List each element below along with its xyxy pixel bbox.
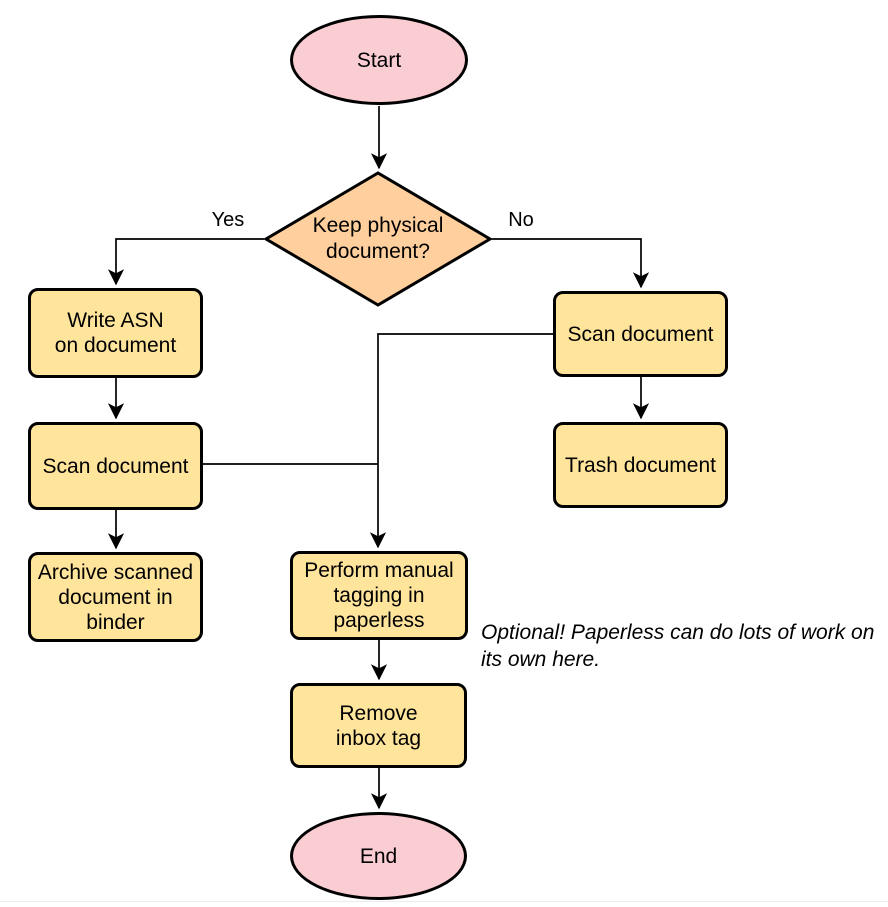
node-tagging-label: Perform manual tagging in paperless [304, 559, 454, 632]
node-scan-right-label: Scan document [567, 322, 714, 346]
node-remove-inbox: Remove inbox tag [290, 683, 467, 768]
node-end-label: End [359, 844, 398, 868]
node-remove-inbox-label: Remove inbox tag [335, 701, 422, 750]
node-scan-left-label: Scan document [42, 454, 189, 478]
edge-decision-no [492, 238, 650, 289]
edge-decision-yes [107, 238, 264, 286]
node-start-label: Start [356, 48, 402, 72]
node-trash: Trash document [553, 422, 728, 508]
node-end: End [290, 812, 467, 900]
edge-scanright-to-tagging [369, 333, 553, 549]
node-archive-label: Archive scanned document in binder [37, 560, 194, 634]
edge-label-no: No [508, 209, 534, 231]
annotation-note: Optional! Paperless can do lots of work … [481, 621, 875, 671]
node-archive: Archive scanned document in binder [28, 552, 203, 642]
node-start: Start [290, 15, 468, 105]
node-write-asn-label: Write ASN on document [54, 309, 177, 357]
node-decision-label: Keep physical document? [312, 214, 444, 263]
node-scan-left: Scan document [28, 422, 203, 510]
node-tagging: Perform manual tagging in paperless [290, 551, 468, 640]
node-trash-label: Trash document [565, 453, 716, 477]
decision-shape [263, 171, 493, 307]
edge-label-yes: Yes [211, 209, 245, 231]
node-write-asn: Write ASN on document [28, 288, 203, 378]
node-scan-right: Scan document [553, 291, 728, 377]
bottom-divider [0, 901, 888, 902]
